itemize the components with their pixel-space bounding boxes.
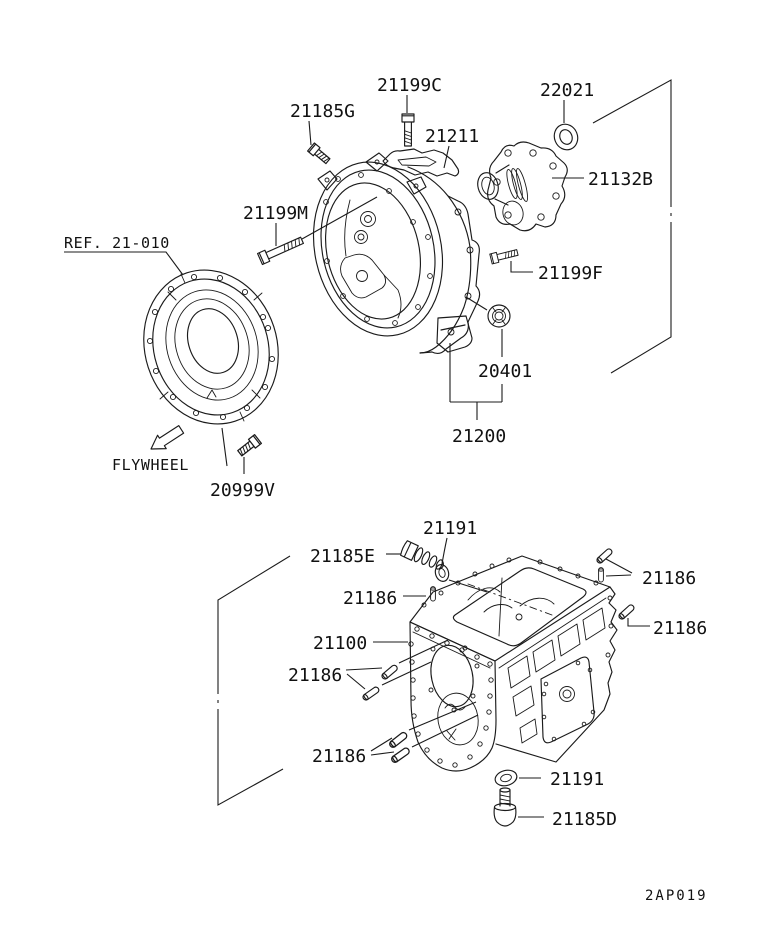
pin-21186-4	[617, 603, 636, 621]
part-label-21199c: 21199C	[377, 75, 442, 96]
bolt-21199F-drawing	[489, 246, 520, 265]
part-label-21185g: 21185G	[290, 101, 355, 122]
part-label-21185d: 21185D	[552, 809, 617, 830]
bell-housing-drawing	[312, 152, 481, 355]
part-label-21186-right-2: 21186	[653, 618, 707, 639]
part-label-21191-bottom: 21191	[550, 769, 604, 790]
ref-note: REF. 21-010	[64, 234, 170, 252]
bolt-21199C-drawing	[401, 113, 415, 147]
part-label-21211: 21211	[425, 126, 479, 147]
flywheel-note: FLYWHEEL	[112, 456, 189, 474]
pin-21186-7	[387, 730, 409, 750]
pin-21186-8	[389, 746, 412, 765]
bottom-leader-lines	[345, 537, 650, 818]
gasket-21191-top-drawing	[434, 564, 450, 582]
bolt-21185G-drawing	[307, 142, 332, 166]
part-label-21186-left: 21186	[288, 665, 342, 686]
bolt-21199M-drawing	[256, 234, 306, 266]
part-label-21186-bottom: 21186	[312, 746, 366, 767]
transmission-case-drawing	[408, 555, 618, 772]
part-label-20401: 20401	[478, 361, 532, 382]
pin-21186-5	[380, 663, 399, 681]
part-label-22021: 22021	[540, 80, 594, 101]
bottom-assembly-bracket	[217, 555, 291, 806]
oil-seal-drawing	[553, 123, 579, 151]
figure-code: 2AP019	[645, 888, 708, 904]
pin-21186-3	[598, 567, 604, 583]
top-assembly-bracket	[592, 79, 672, 374]
bearing-retainer-drawing	[477, 141, 568, 232]
flywheel-arrow	[150, 425, 185, 450]
part-label-21199m: 21199M	[243, 203, 308, 224]
clutch-cover-drawing	[143, 269, 279, 425]
part-label-21200: 21200	[452, 426, 506, 447]
bracket-plate-drawing	[382, 148, 460, 177]
part-label-21199f: 21199F	[538, 263, 603, 284]
part-label-21186-mid: 21186	[343, 588, 397, 609]
plug-21185D-drawing	[493, 787, 517, 827]
part-label-21191-top: 21191	[423, 518, 477, 539]
plug-20401-drawing	[487, 304, 511, 328]
part-label-21132b: 21132B	[588, 169, 653, 190]
plug-21185E-drawing	[400, 540, 444, 570]
part-label-21100: 21100	[313, 633, 367, 654]
part-label-21186-right-1: 21186	[642, 568, 696, 589]
part-label-20999v: 20999V	[210, 480, 275, 501]
top-leader-lines	[64, 95, 584, 474]
gasket-21191-bottom-drawing	[494, 769, 518, 787]
bolt-20999V-drawing	[235, 434, 263, 459]
part-label-21185e: 21185E	[310, 546, 375, 567]
